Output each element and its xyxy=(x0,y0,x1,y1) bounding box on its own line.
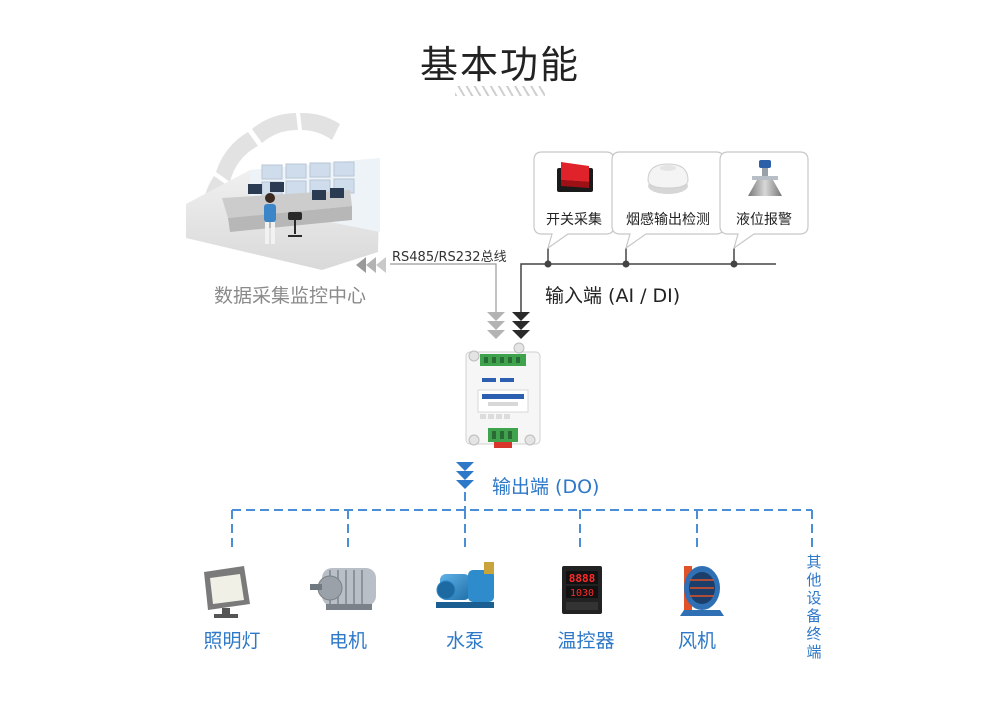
bus-label: RS485/RS232总线 xyxy=(392,250,507,265)
bubble-level xyxy=(719,151,809,250)
motor-icon xyxy=(310,568,376,610)
input-arrows-down xyxy=(512,312,530,339)
junction-dot xyxy=(730,260,738,268)
output-arrows-down xyxy=(456,462,474,489)
page-title: 基本功能 xyxy=(419,43,580,87)
input-bus-line xyxy=(520,263,776,312)
smoke-detector-icon xyxy=(647,163,689,194)
bus-line xyxy=(390,263,497,312)
input-item-switch-label: 开关采集 xyxy=(546,212,602,228)
title-underline-decoration xyxy=(455,86,545,96)
radar-level-sensor-icon xyxy=(748,160,782,196)
junction-dot xyxy=(622,260,630,268)
thermostat-display-top: 8888 xyxy=(569,572,596,585)
output-item-light-label: 照明灯 xyxy=(203,630,261,652)
output-item-thermostat-label: 温控器 xyxy=(557,630,615,652)
output-item-fan-label: 风机 xyxy=(677,630,716,652)
junction-dot xyxy=(544,260,552,268)
output-item-motor-label: 电机 xyxy=(328,630,367,652)
monitoring-center-illustration xyxy=(186,112,380,270)
bus-arrows-down xyxy=(487,312,505,339)
output-terminal-label: 输出端 (DO) xyxy=(492,476,600,498)
floodlight-icon xyxy=(204,566,250,618)
output-item-other-label: 其他设备终端 xyxy=(806,553,822,661)
input-item-level-label: 液位报警 xyxy=(736,212,792,228)
input-item-smoke-label: 烟感输出检测 xyxy=(626,212,710,228)
output-item-pump-label: 水泵 xyxy=(445,630,484,652)
io-module-device xyxy=(465,342,541,448)
monitoring-center-label: 数据采集监控中心 xyxy=(213,285,366,307)
bus-arrows-left xyxy=(356,257,386,273)
input-terminal-label: 输入端 (AI / DI) xyxy=(545,285,681,307)
output-distribution-lines xyxy=(231,492,813,548)
rocker-switch-icon xyxy=(557,162,593,192)
thermostat-display-bottom: 1030 xyxy=(570,588,594,599)
thermostat-icon xyxy=(562,566,602,614)
fan-icon xyxy=(680,566,724,616)
water-pump-icon xyxy=(436,562,494,608)
